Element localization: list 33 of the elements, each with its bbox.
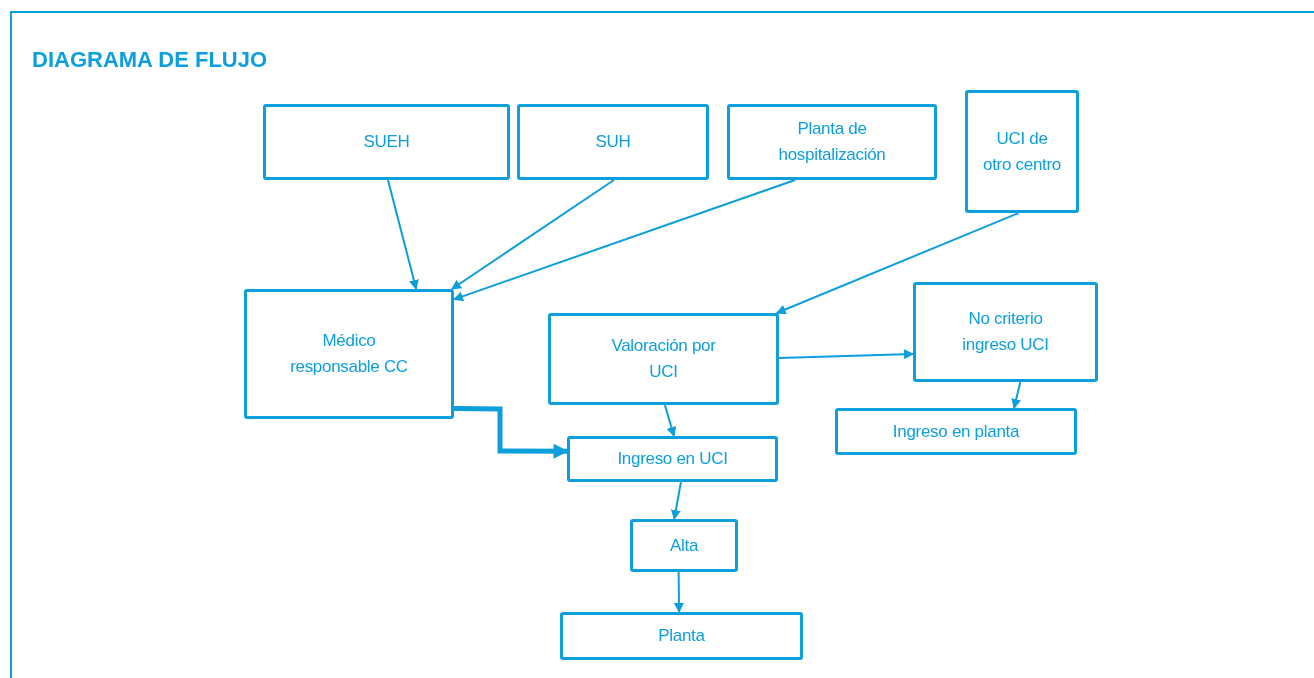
- node-label: Ingreso en UCI: [617, 448, 728, 470]
- process-box: [560, 612, 803, 660]
- node-label: SUH: [595, 131, 631, 153]
- node-label: SUEH: [363, 131, 410, 153]
- node-label: Ingreso en planta: [892, 420, 1020, 443]
- node-label: No criterio ingreso UCI: [961, 308, 1050, 356]
- process-box: [630, 519, 738, 572]
- arrow: [453, 406, 569, 459]
- process-box: [965, 90, 1079, 213]
- process-box: [517, 104, 709, 180]
- arrow: [453, 179, 797, 302]
- arrow: [670, 481, 682, 520]
- process-box: [567, 436, 778, 482]
- arrow: [775, 212, 1020, 315]
- process-box: [913, 282, 1098, 382]
- node-label: Médico responsable CC: [289, 330, 409, 378]
- arrow: [673, 571, 684, 613]
- process-box: [548, 313, 779, 405]
- process-box: [263, 104, 510, 180]
- arrow: [387, 179, 419, 290]
- node-label: Planta: [658, 625, 705, 647]
- process-box: [835, 408, 1077, 455]
- node-label: Alta: [669, 534, 699, 557]
- process-box: [244, 289, 454, 419]
- arrow: [450, 179, 615, 290]
- arrow: [663, 404, 677, 437]
- node-label: Planta de hospitalización: [777, 118, 887, 166]
- diagram-title: DIAGRAMA DE FLUJO: [32, 47, 268, 73]
- node-label: UCI de otro centro: [982, 127, 1062, 176]
- node-label: Valoración por UCI: [610, 335, 717, 383]
- process-box: [727, 104, 937, 180]
- arrow: [778, 349, 914, 360]
- arrow: [1011, 381, 1022, 409]
